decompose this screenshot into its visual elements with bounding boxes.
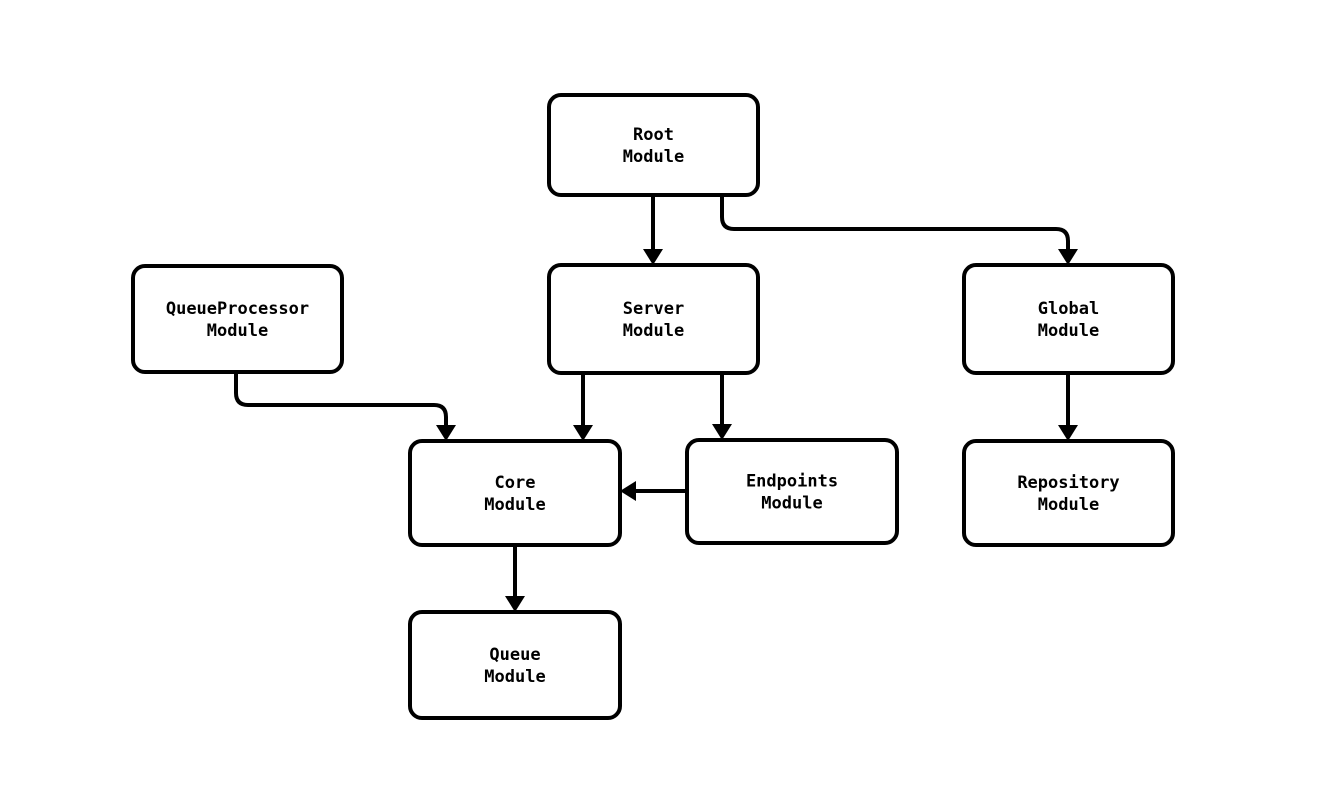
edge-endpoints-to-core [620, 481, 687, 501]
edges-layer [234, 195, 1078, 612]
edge-server-to-endpoints-arrowhead-icon [712, 424, 732, 440]
edge-queueprocessor-to-core [234, 372, 456, 441]
repository-module-node-label-line1: Repository [1017, 473, 1119, 493]
queue-module-node-label-line1: Queue [489, 645, 540, 665]
root-module-node-label-line2: Module [623, 147, 684, 167]
edge-queueprocessor-to-core-arrowhead-icon [436, 425, 456, 441]
root-module-node-box[interactable] [547, 93, 760, 197]
core-module-node-label-line1: Core [495, 473, 536, 493]
global-module-node-box[interactable] [962, 263, 1175, 375]
endpoints-module-node-box[interactable] [685, 438, 899, 545]
edge-server-to-core [573, 373, 593, 441]
queueprocessor-module-node-label-line1: QueueProcessor [166, 299, 309, 319]
global-module-node-label-line2: Module [1038, 321, 1099, 341]
server-module-node-box[interactable] [547, 263, 760, 375]
edge-server-to-core-arrowhead-icon [573, 425, 593, 441]
queue-module-node-label-line2: Module [484, 667, 545, 687]
server-module-node-label-line1: Server [623, 299, 684, 319]
edge-queueprocessor-to-core-line [234, 372, 448, 425]
endpoints-module-node-label-line1: Endpoints [746, 471, 838, 491]
queueprocessor-module-node-box[interactable] [131, 264, 344, 374]
core-module-node-box[interactable] [408, 439, 622, 547]
root-module-node-label-line1: Root [633, 125, 674, 145]
edge-core-to-queue-arrowhead-icon [505, 596, 525, 612]
edge-root-to-global-arrowhead-icon [1058, 249, 1078, 265]
repository-module-node-box[interactable] [962, 439, 1175, 547]
edge-root-to-global [720, 195, 1078, 265]
endpoints-module-node-label-line2: Module [761, 493, 822, 513]
queue-module-node-box[interactable] [408, 610, 622, 720]
repository-module-node-label-line2: Module [1038, 495, 1099, 515]
edge-server-to-endpoints [712, 373, 732, 440]
edge-endpoints-to-core-arrowhead-icon [620, 481, 636, 501]
edge-root-to-server [643, 195, 663, 265]
queueprocessor-module-node-label-line2: Module [207, 321, 268, 341]
edge-global-to-repository [1058, 373, 1078, 441]
global-module-node-label-line1: Global [1038, 299, 1099, 319]
core-module-node-label-line2: Module [484, 495, 545, 515]
server-module-node-label-line2: Module [623, 321, 684, 341]
edge-global-to-repository-arrowhead-icon [1058, 425, 1078, 441]
edge-root-to-server-arrowhead-icon [643, 249, 663, 265]
edge-root-to-global-line [720, 195, 1070, 249]
edge-core-to-queue [505, 545, 525, 612]
